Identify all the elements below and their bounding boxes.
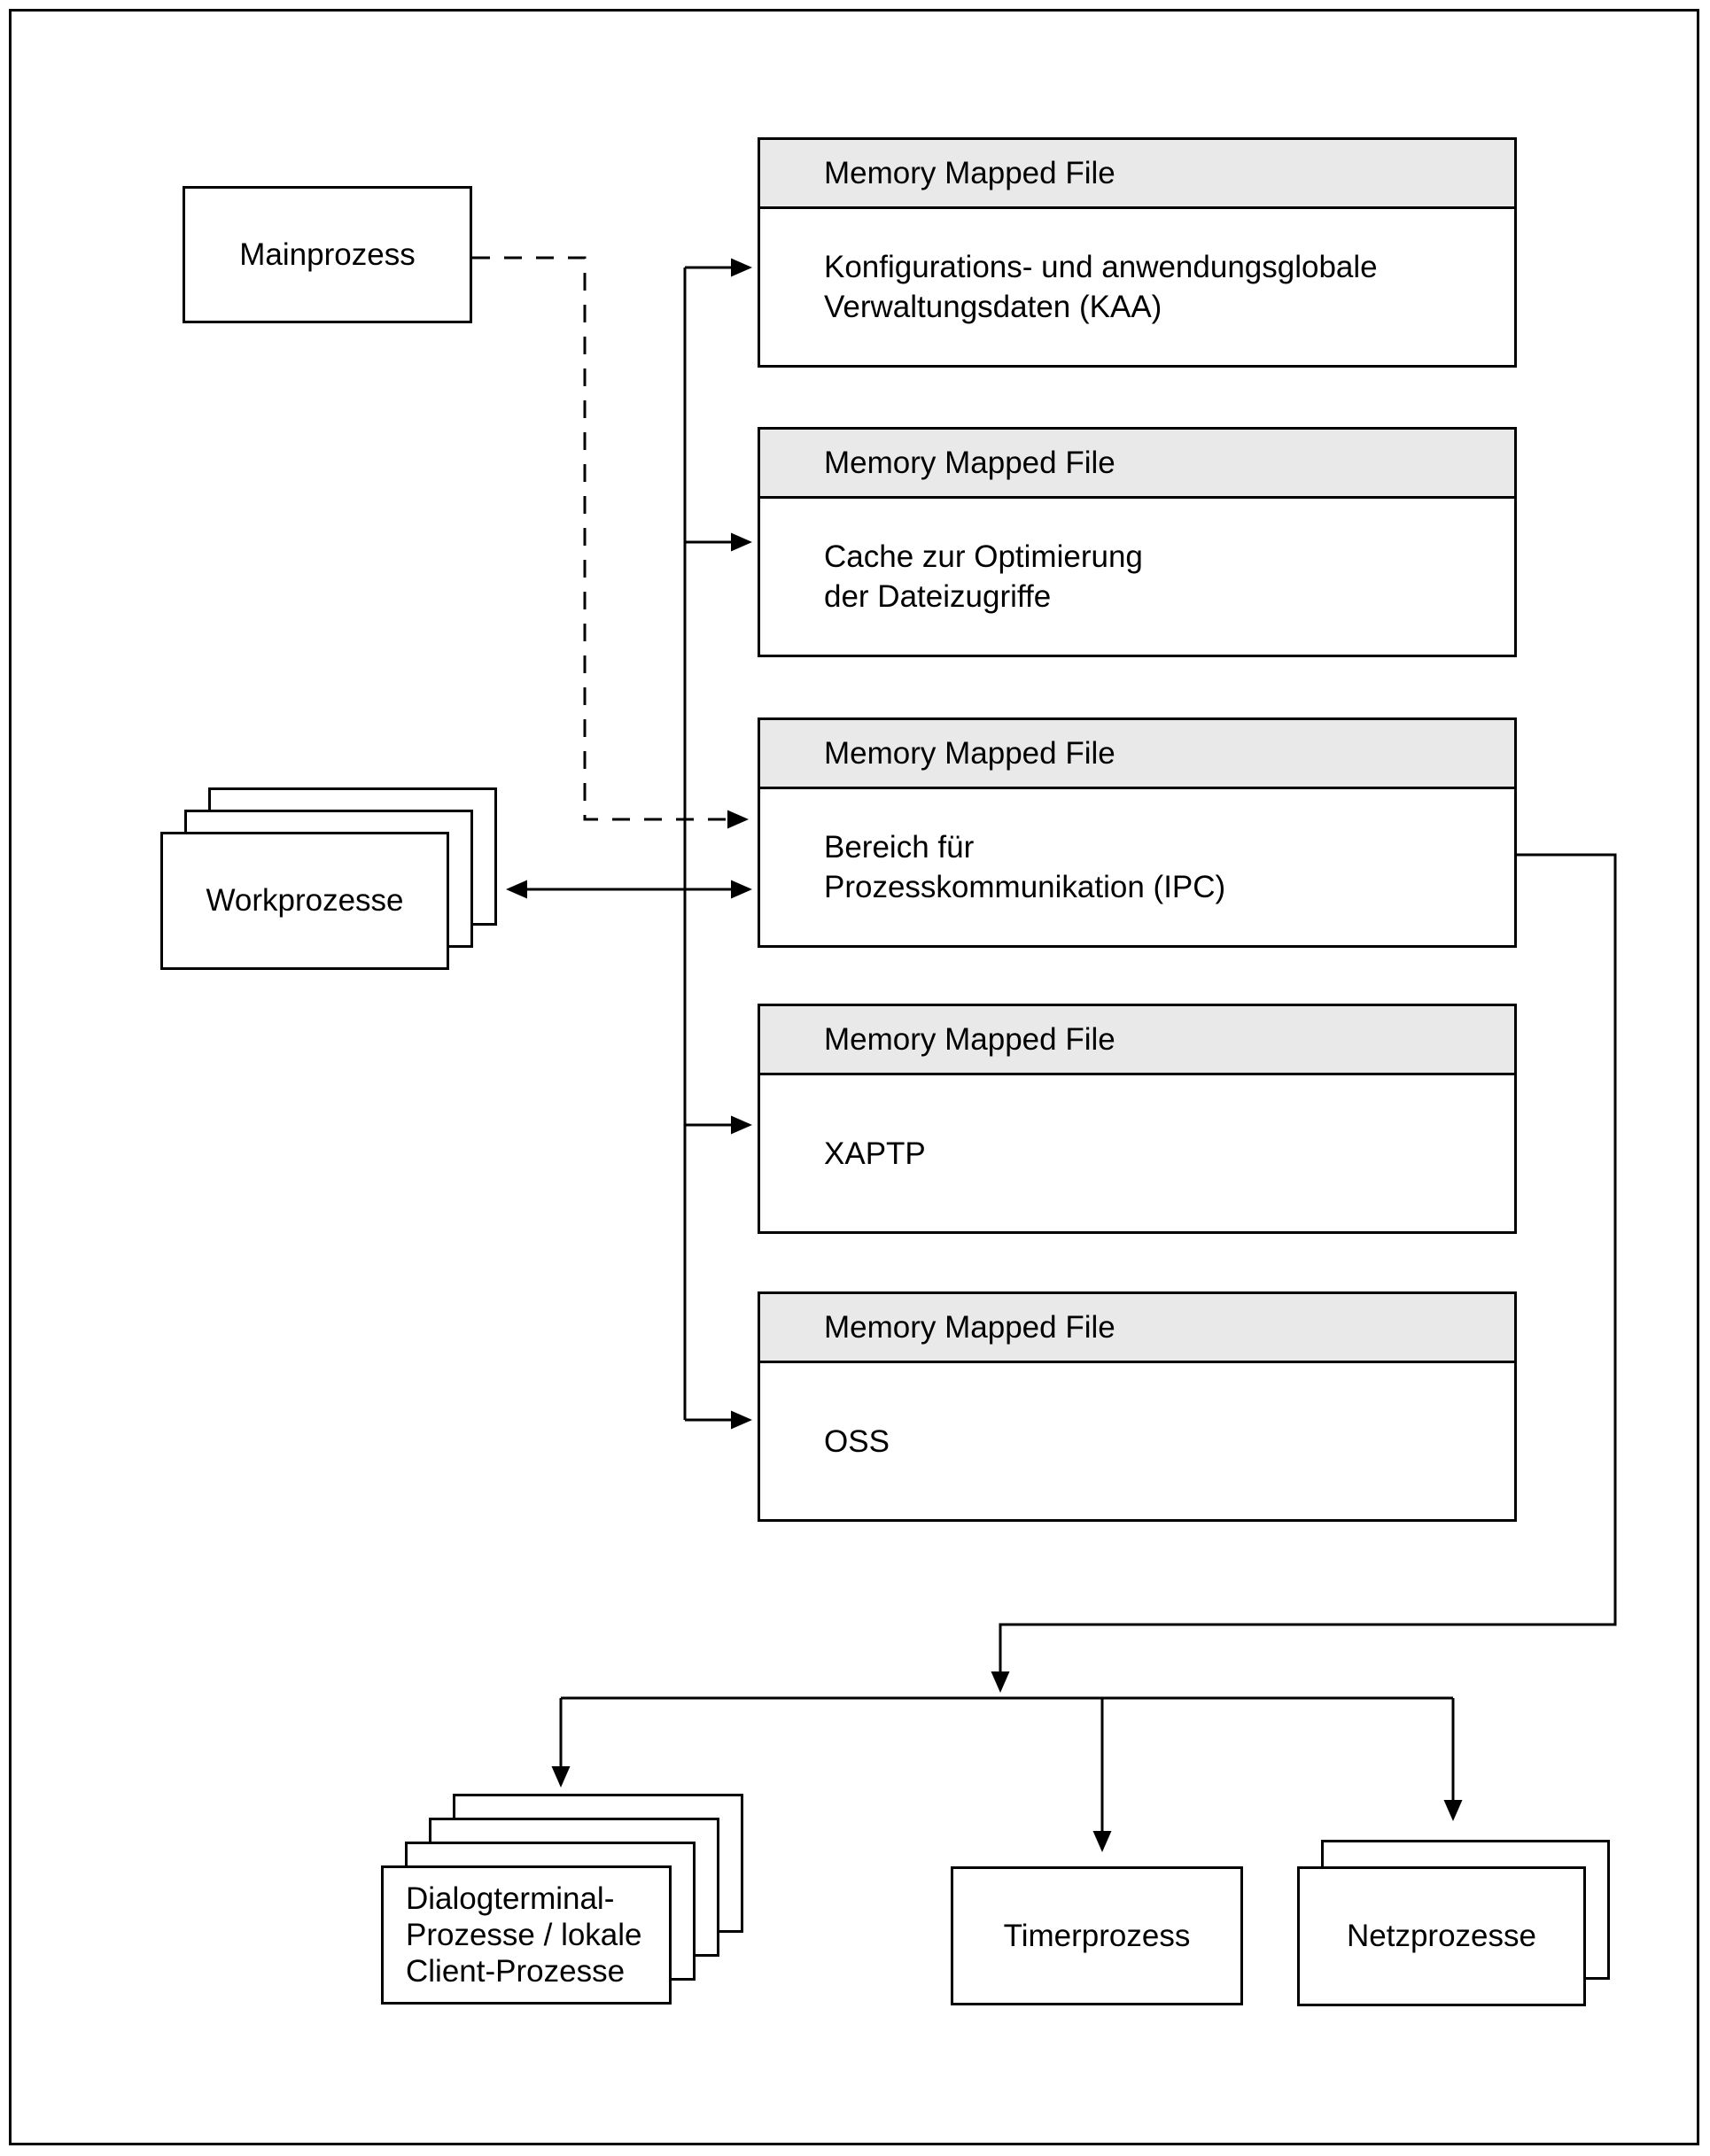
dialogterminal-line2: Prozesse / lokale bbox=[406, 1918, 642, 1952]
mmf-kaa-line2: Verwaltungsdaten (KAA) bbox=[824, 290, 1162, 324]
node-mainprozess: Mainprozess bbox=[183, 186, 472, 323]
mmf-ipc-body: Bereich für Prozesskommunikation (IPC) bbox=[760, 789, 1514, 945]
mmf-oss-header: Memory Mapped File bbox=[760, 1294, 1514, 1363]
mmf-kaa-body: Konfigurations- und anwendungsglobale Ve… bbox=[760, 209, 1514, 365]
mmf-cache-line1: Cache zur Optimierung bbox=[824, 539, 1143, 574]
mmf-box-xaptp: Memory Mapped File XAPTP bbox=[758, 1004, 1517, 1234]
mmf-cache-header-label: Memory Mapped File bbox=[824, 445, 1115, 480]
mmf-ipc-line1: Bereich für bbox=[824, 830, 975, 865]
dialogterminal-line3: Client-Prozesse bbox=[406, 1954, 626, 1989]
mmf-kaa-header: Memory Mapped File bbox=[760, 140, 1514, 209]
mmf-xaptp-body: XAPTP bbox=[760, 1075, 1514, 1231]
mmf-ipc-header-label: Memory Mapped File bbox=[824, 735, 1115, 771]
mmf-box-ipc: Memory Mapped File Bereich für Prozessko… bbox=[758, 717, 1517, 948]
mmf-cache-header: Memory Mapped File bbox=[760, 430, 1514, 499]
dashed-connector-mainprozess-to-ipc bbox=[472, 256, 749, 829]
node-workprozesse: Workprozesse bbox=[160, 832, 449, 970]
connector-ipc-to-distribution bbox=[991, 853, 1617, 1693]
workprozesse-label: Workprozesse bbox=[206, 883, 404, 918]
mmf-xaptp-header-label: Memory Mapped File bbox=[824, 1021, 1115, 1057]
mmf-kaa-header-label: Memory Mapped File bbox=[824, 155, 1115, 190]
mainprozess-label: Mainprozess bbox=[239, 237, 416, 272]
mmf-cache-body: Cache zur Optimierung der Dateizugriffe bbox=[760, 499, 1514, 655]
node-netzprozesse: Netzprozesse bbox=[1297, 1866, 1586, 2006]
mmf-ipc-header: Memory Mapped File bbox=[760, 720, 1514, 789]
mmf-kaa-line1: Konfigurations- und anwendungsglobale bbox=[824, 250, 1378, 284]
page-border bbox=[9, 9, 1699, 2145]
dialogterminal-line1: Dialogterminal- bbox=[406, 1881, 615, 1916]
mmf-cache-line2: der Dateizugriffe bbox=[824, 579, 1052, 614]
netzprozesse-label: Netzprozesse bbox=[1347, 1919, 1536, 1953]
mmf-oss-line1: OSS bbox=[824, 1423, 890, 1459]
mmf-box-oss: Memory Mapped File OSS bbox=[758, 1291, 1517, 1522]
timerprozess-label: Timerprozess bbox=[1003, 1918, 1191, 1953]
mmf-oss-body: OSS bbox=[760, 1363, 1514, 1519]
node-dialogterminal: Dialogterminal- Prozesse / lokale Client… bbox=[381, 1865, 672, 2005]
node-timerprozess: Timerprozess bbox=[951, 1866, 1243, 2005]
mmf-box-kaa: Memory Mapped File Konfigurations- und a… bbox=[758, 137, 1517, 368]
mmf-xaptp-line1: XAPTP bbox=[824, 1136, 926, 1171]
mmf-oss-header-label: Memory Mapped File bbox=[824, 1309, 1115, 1345]
mmf-box-cache: Memory Mapped File Cache zur Optimierung… bbox=[758, 427, 1517, 657]
mmf-ipc-line2: Prozesskommunikation (IPC) bbox=[824, 870, 1226, 904]
mmf-xaptp-header: Memory Mapped File bbox=[760, 1006, 1514, 1075]
